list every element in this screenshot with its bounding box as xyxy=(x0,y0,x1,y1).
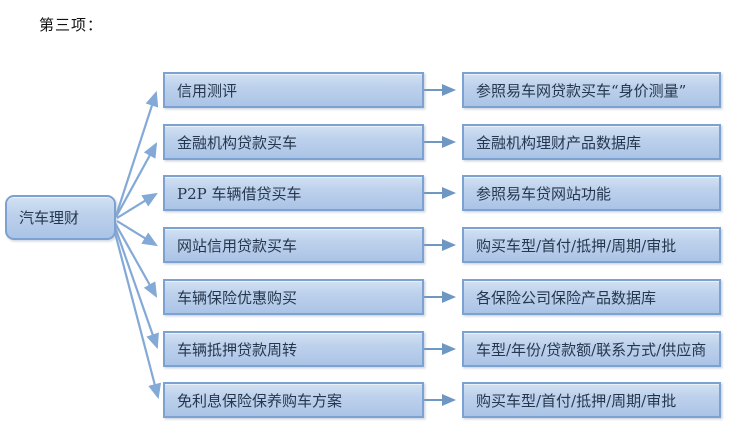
node-website-credit-loan: 网站信用贷款买车 xyxy=(163,227,424,263)
result-purchase-loan-details: 购买车型/首付/抵押/周期/审批 xyxy=(462,227,721,263)
arrow-root-to-node-7 xyxy=(111,224,162,400)
node-p2p-vehicle-lending: P2P 车辆借贷买车 xyxy=(163,175,424,211)
result-yiche-worth-measurement: 参照易车网贷款买车“身价测量” xyxy=(462,72,721,108)
node-interest-free-plan: 免利息保险保养购车方案 xyxy=(163,382,424,418)
result-purchase-loan-details-2: 购买车型/首付/抵押/周期/审批 xyxy=(462,382,721,418)
node-financial-institution-loan: 金融机构贷款买车 xyxy=(163,124,424,160)
result-financial-products-database: 金融机构理财产品数据库 xyxy=(462,124,721,160)
node-credit-evaluation: 信用测评 xyxy=(163,72,424,108)
result-yichedai-website-functions: 参照易车贷网站功能 xyxy=(462,175,721,211)
arrow-root-to-node-5 xyxy=(114,222,158,298)
diagram-title: 第三项： xyxy=(39,16,104,34)
result-insurance-products-database: 各保险公司保险产品数据库 xyxy=(462,279,721,315)
arrow-root-to-node-6 xyxy=(112,223,159,350)
node-car-finance-root: 汽车理财 xyxy=(5,195,116,240)
arrow-root-to-node-3 xyxy=(116,192,158,219)
arrow-root-to-node-1 xyxy=(114,90,159,217)
node-vehicle-mortgage-turnover: 车辆抵押贷款周转 xyxy=(163,331,424,367)
arrow-root-to-node-4 xyxy=(116,220,158,247)
node-vehicle-insurance-discount: 车辆保险优惠购买 xyxy=(163,279,424,315)
arrow-root-to-node-2 xyxy=(115,142,158,218)
result-vehicle-loan-supplier-info: 车型/年份/贷款额/联系方式/供应商 xyxy=(462,331,721,367)
